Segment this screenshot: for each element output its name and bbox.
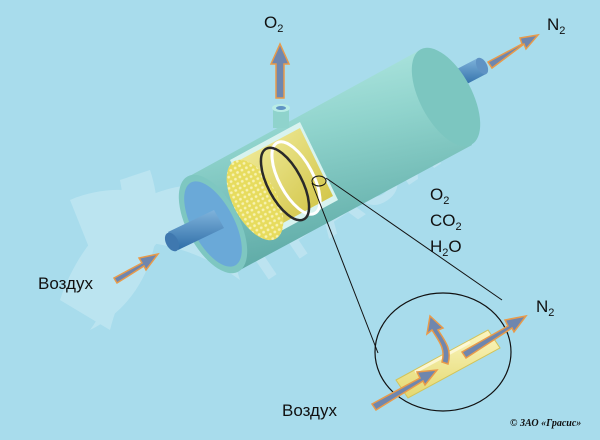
label-water-vapor-sub: 2 xyxy=(442,247,449,259)
oxygen-outlet-nozzle xyxy=(272,104,290,128)
zoom-pointer-lines xyxy=(311,175,503,354)
label-nitrogen-top: N2 xyxy=(547,16,565,37)
nitrogen-bottom-arrow xyxy=(460,314,528,360)
watermark-logo xyxy=(60,170,240,330)
label-oxygen-top-main: O xyxy=(264,13,278,32)
copyright-notice: © ЗАО «Грасис» xyxy=(510,418,582,429)
label-water-vapor: H2O xyxy=(430,238,462,259)
label-nitrogen-bottom: N2 xyxy=(536,298,554,319)
label-oxygen-side-main: O xyxy=(430,185,444,204)
label-oxygen-side: O2 xyxy=(430,186,449,207)
air-bottom-arrow xyxy=(370,369,439,412)
air-left-arrow xyxy=(112,252,160,285)
label-carbon-dioxide-sub: 2 xyxy=(455,221,462,233)
label-oxygen-top: O2 xyxy=(264,14,283,35)
nitrogen-top-arrow xyxy=(486,33,540,70)
oxygen-top-arrow xyxy=(269,42,291,99)
label-nitrogen-top-sub: 2 xyxy=(559,25,566,37)
air-inlet-pipe xyxy=(164,210,224,252)
label-water-vapor-main: H xyxy=(430,237,443,256)
label-carbon-dioxide-main: CO xyxy=(430,211,456,230)
label-air-bottom: Воздух xyxy=(282,401,337,420)
label-nitrogen-top-main: N xyxy=(547,15,560,34)
label-water-vapor-tail: O xyxy=(448,237,462,256)
label-nitrogen-bottom-main: N xyxy=(536,297,549,316)
label-air-left: Воздух xyxy=(38,274,93,293)
label-oxygen-side-sub: 2 xyxy=(443,195,450,207)
label-nitrogen-bottom-sub: 2 xyxy=(548,307,555,319)
label-carbon-dioxide: CO2 xyxy=(430,212,462,233)
fiber-bundle-cutaway xyxy=(226,122,338,241)
label-oxygen-top-sub: 2 xyxy=(277,23,284,35)
permeate-curved-arrow xyxy=(425,314,450,365)
